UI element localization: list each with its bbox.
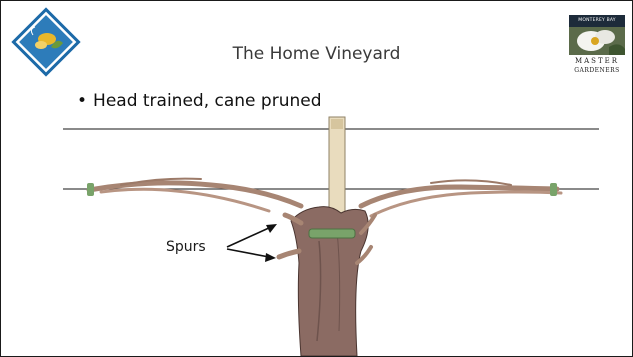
left-cane-shoot <box>101 189 269 211</box>
right-cane <box>361 187 557 206</box>
lower-spur <box>279 251 299 257</box>
trunk-tie <box>309 229 355 238</box>
right-cane-tie <box>550 183 557 196</box>
right-cane-shoot <box>371 192 561 216</box>
left-cane-tie <box>87 183 94 196</box>
spurs-label: Spurs <box>166 239 206 255</box>
spurs-arrow-icon <box>227 224 277 262</box>
stake-top <box>331 119 343 129</box>
